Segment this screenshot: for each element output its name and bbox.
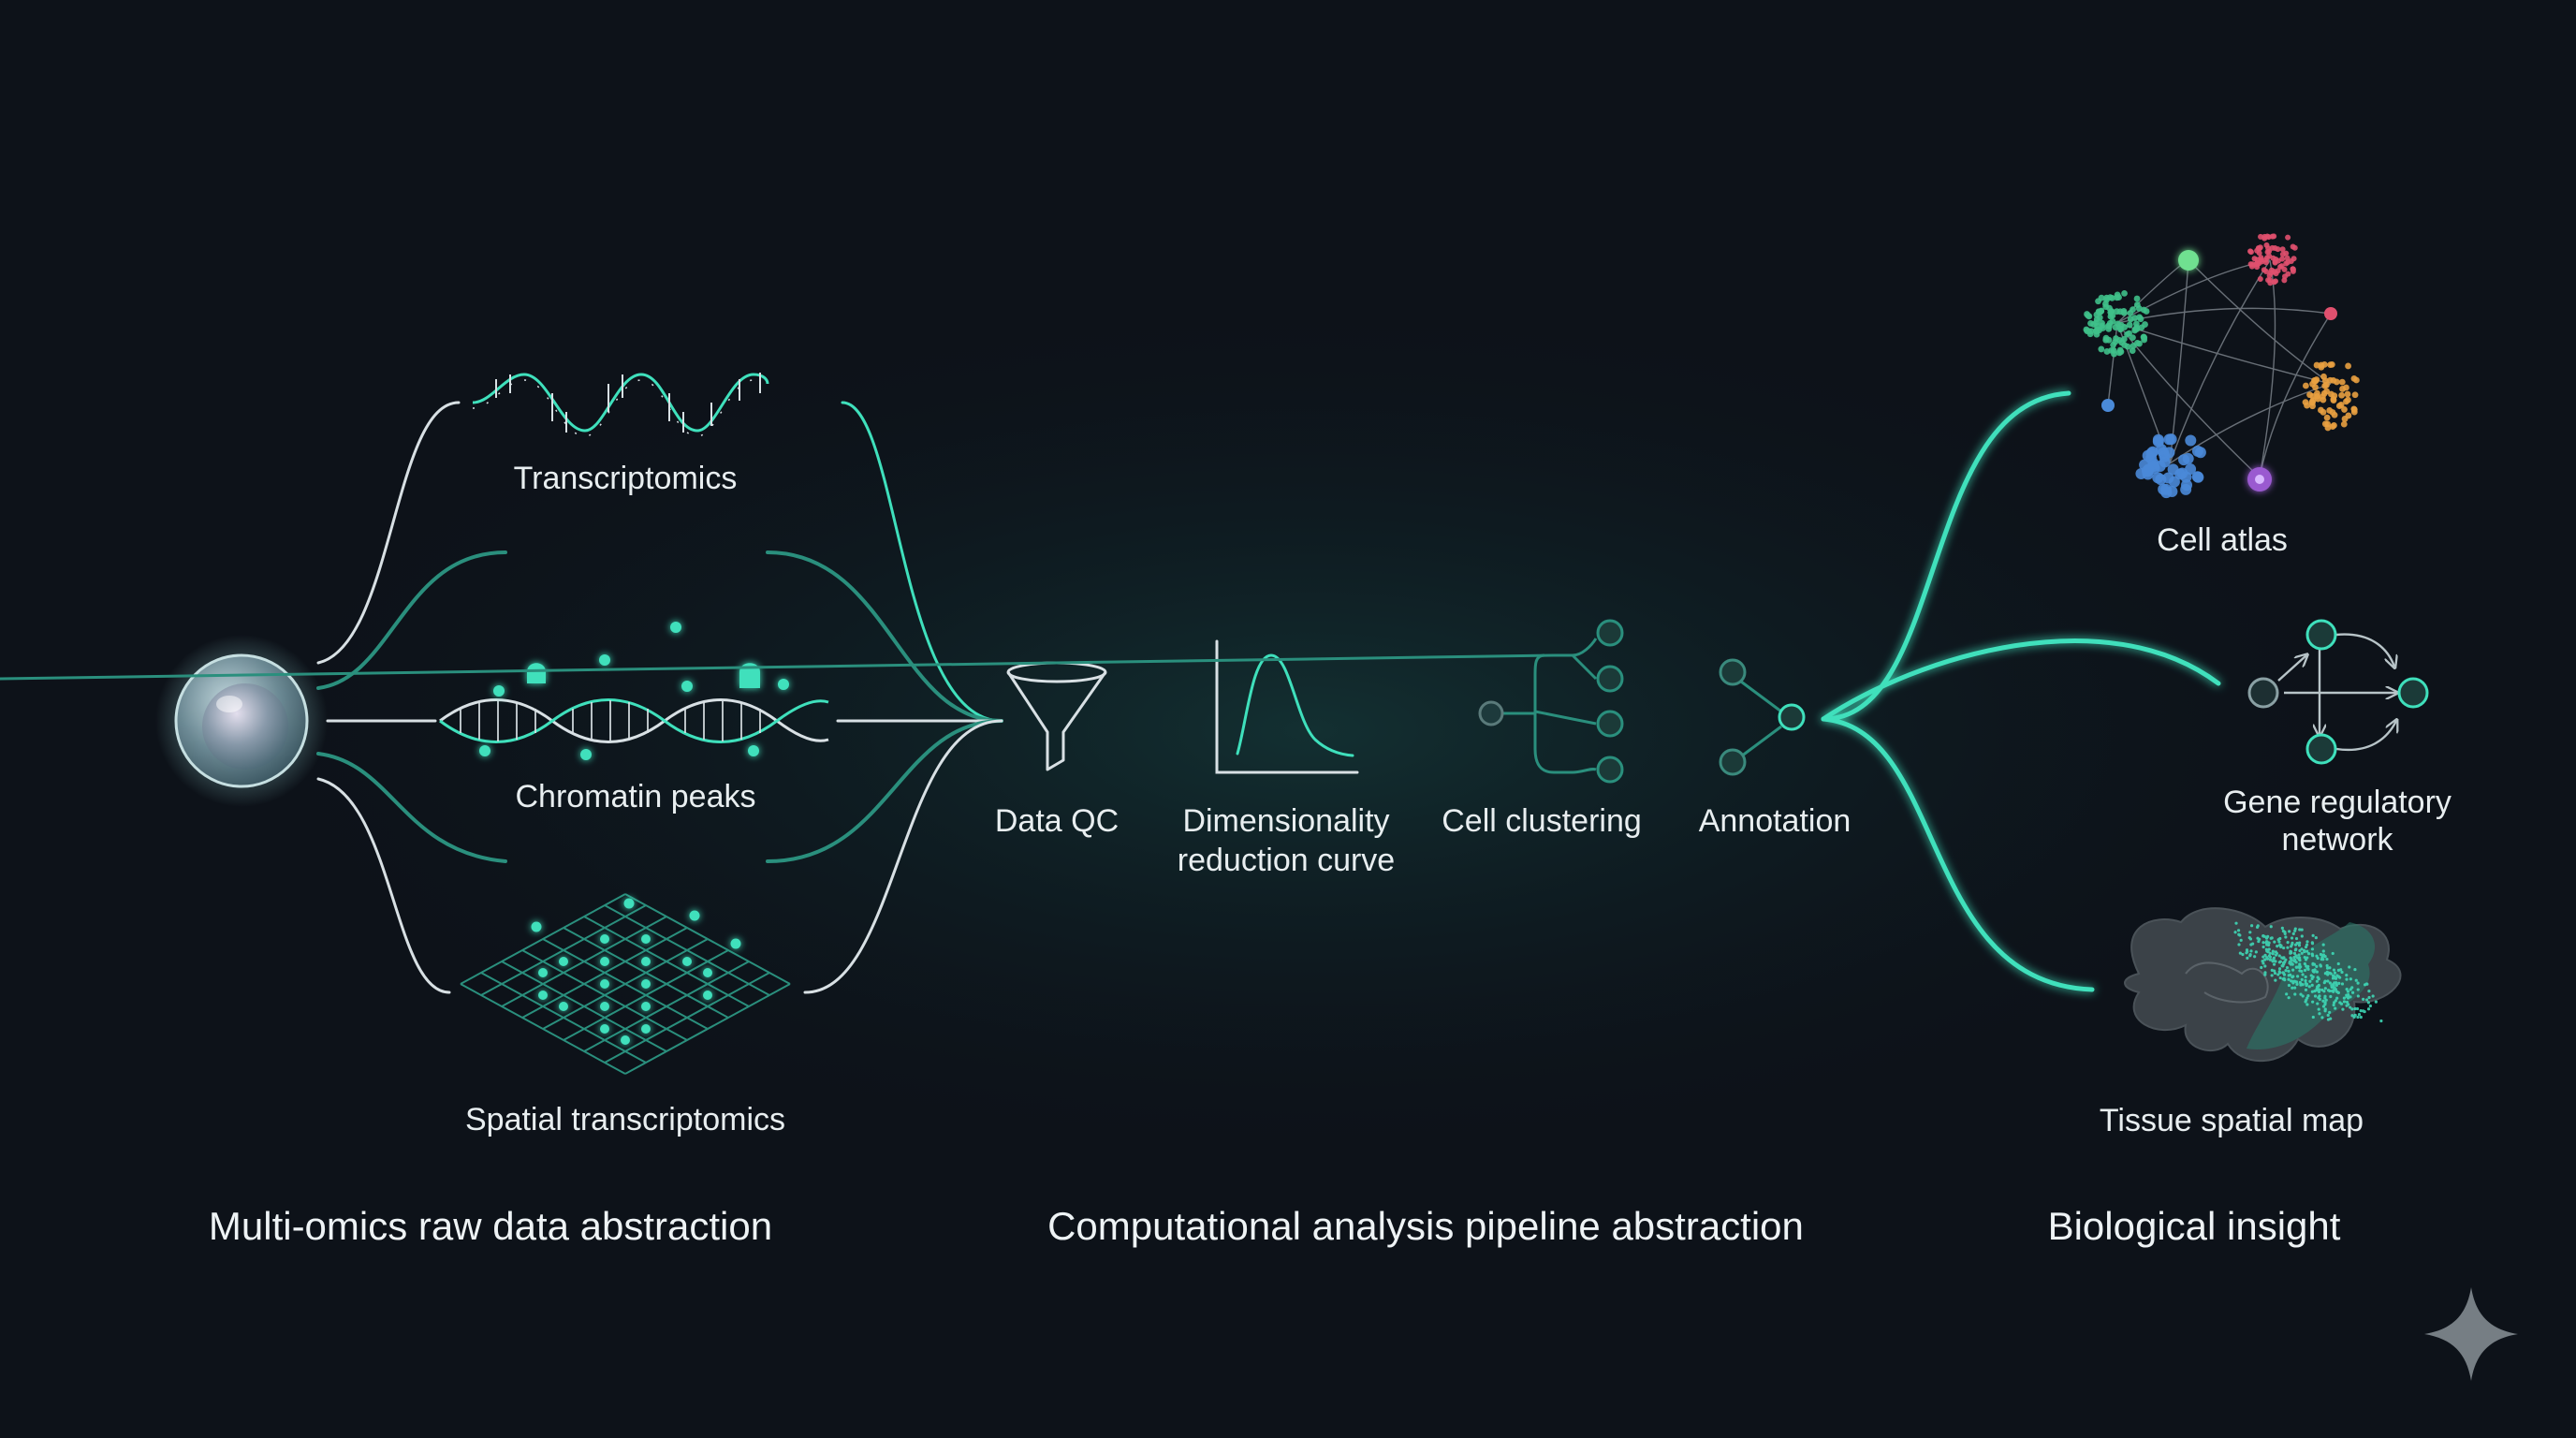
spatial-grid-icon: [460, 893, 791, 1075]
chromatin-peaks-label: Chromatin peaks: [515, 779, 755, 814]
output-branch-lines: [1821, 390, 2221, 992]
annotation-label: Annotation: [1699, 803, 1852, 839]
dna-helix-icon: [439, 622, 829, 760]
network-icon: [2247, 619, 2429, 765]
curve-icon: [1215, 639, 1359, 774]
transcriptomics-label: Transcriptomics: [514, 461, 738, 496]
gene-regulatory-network-label-line2: network: [2281, 822, 2393, 858]
cell-atlas-label: Cell atlas: [2157, 522, 2288, 558]
spatial-transcriptomics-label: Spatial transcriptomics: [465, 1102, 785, 1137]
background-glow: [187, 281, 2434, 1180]
cell-icon: [155, 635, 328, 807]
annotation-icon: [1719, 658, 1806, 776]
tissue-map-icon: [2124, 907, 2402, 1063]
section-title-insight: Biological insight: [2048, 1204, 2341, 1248]
dimred-label-line1: Dimensionality: [1182, 803, 1389, 839]
section-title-raw-data: Multi-omics raw data abstraction: [209, 1204, 772, 1248]
data-qc-label: Data QC: [995, 803, 1119, 839]
sparkle-icon: [2424, 1287, 2518, 1381]
cell-atlas-icon: [2083, 233, 2360, 499]
section-title-pipeline: Computational analysis pipeline abstract…: [1047, 1204, 1804, 1248]
input-connector-lines: [316, 401, 1003, 994]
tissue-spatial-map-label: Tissue spatial map: [2100, 1103, 2364, 1138]
gene-regulatory-network-label-line1: Gene regulatory: [2223, 785, 2452, 820]
dimred-label-line2: reduction curve: [1178, 843, 1395, 878]
wave-icon: [472, 373, 769, 437]
cluster-tree-icon: [0, 619, 1624, 784]
cell-clustering-label: Cell clustering: [1442, 803, 1642, 839]
